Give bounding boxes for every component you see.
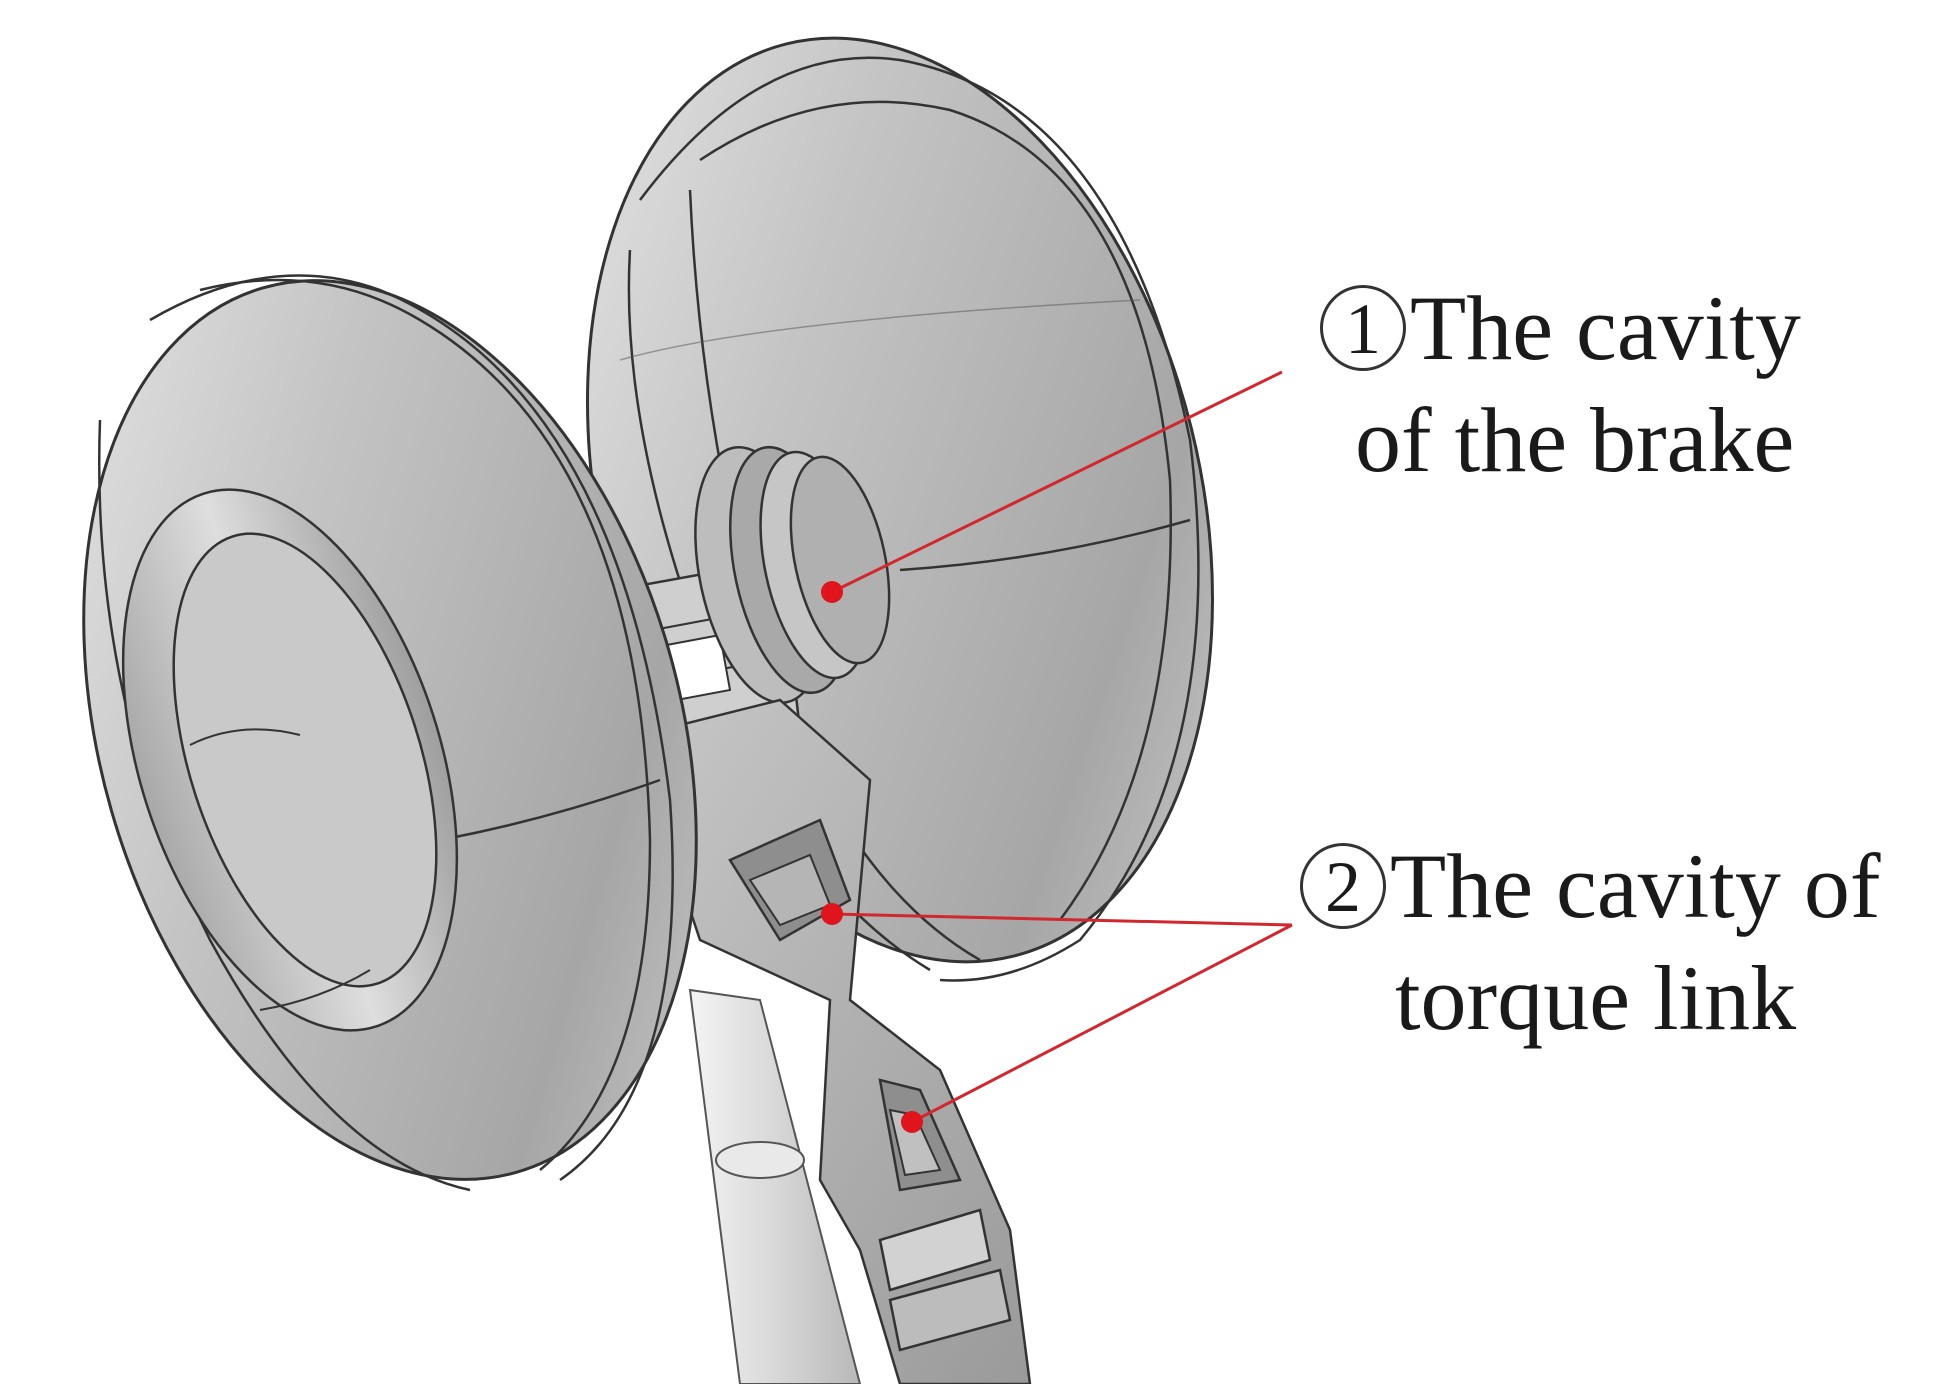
torque-link: [618, 698, 1032, 1384]
brake-cavity-marker: [821, 581, 843, 603]
leader-line-brake: [821, 370, 1283, 603]
callout-torque-text2: torque link: [1395, 947, 1797, 1049]
main-strut: [688, 988, 862, 1384]
leader-line-torque-link: [821, 903, 1293, 1133]
torque-link-cavity-marker-lower: [901, 1111, 923, 1133]
torque-link-cavity-marker-upper: [821, 903, 843, 925]
left-wheel: [82, 274, 698, 1192]
callout-number-2: 2: [1300, 843, 1386, 929]
callout-torque-text1: The cavity of: [1390, 835, 1881, 937]
callout-brake-text2: of the brake: [1355, 389, 1795, 491]
callout-brake-text1: The cavity: [1410, 277, 1801, 379]
callout-number-1: 1: [1320, 285, 1406, 371]
